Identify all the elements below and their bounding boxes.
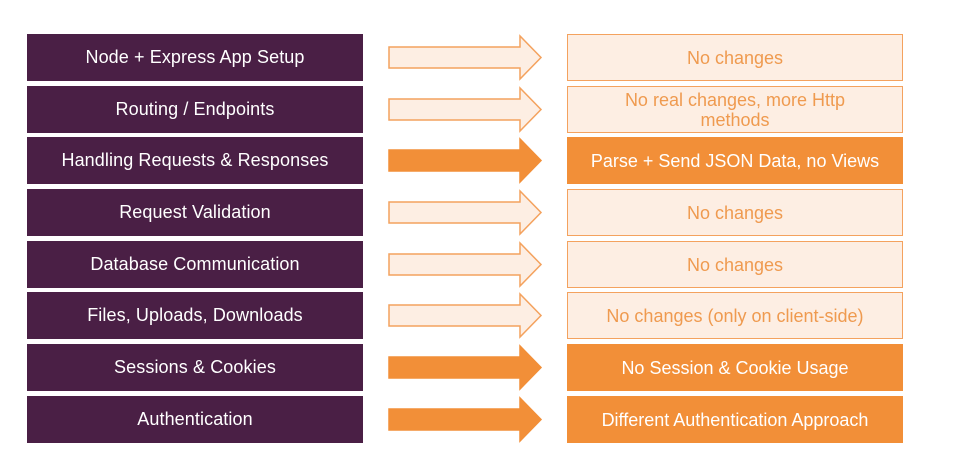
result-box: No changes (567, 34, 903, 81)
topic-box: Database Communication (27, 241, 363, 288)
arrow-right-icon (388, 241, 543, 288)
arrow-right-icon (388, 292, 543, 339)
arrow-right-icon (388, 86, 543, 133)
arrow-right-icon (388, 344, 543, 391)
result-box: Parse + Send JSON Data, no Views (567, 137, 903, 184)
arrow-right-icon (388, 34, 543, 81)
diagram-row: Authentication Different Authentication … (0, 396, 956, 443)
diagram-row: Sessions & Cookies No Session & Cookie U… (0, 344, 956, 391)
topic-box: Files, Uploads, Downloads (27, 292, 363, 339)
topic-box: Routing / Endpoints (27, 86, 363, 133)
diagram-row: Request Validation No changes (0, 189, 956, 236)
result-box: No changes (567, 189, 903, 236)
topic-box: Request Validation (27, 189, 363, 236)
diagram-row: Routing / Endpoints No real changes, mor… (0, 86, 956, 133)
diagram-row: Node + Express App Setup No changes (0, 34, 956, 81)
topic-box: Authentication (27, 396, 363, 443)
result-box: No real changes, more Http methods (567, 86, 903, 133)
diagram-row: Database Communication No changes (0, 241, 956, 288)
result-box: No changes (567, 241, 903, 288)
diagram-row: Handling Requests & Responses Parse + Se… (0, 137, 956, 184)
result-box: No changes (only on client-side) (567, 292, 903, 339)
diagram-row: Files, Uploads, Downloads No changes (on… (0, 292, 956, 339)
result-box: Different Authentication Approach (567, 396, 903, 443)
topic-box: Sessions & Cookies (27, 344, 363, 391)
topic-box: Handling Requests & Responses (27, 137, 363, 184)
arrow-right-icon (388, 396, 543, 443)
result-box: No Session & Cookie Usage (567, 344, 903, 391)
arrow-right-icon (388, 189, 543, 236)
arrow-right-icon (388, 137, 543, 184)
topic-box: Node + Express App Setup (27, 34, 363, 81)
